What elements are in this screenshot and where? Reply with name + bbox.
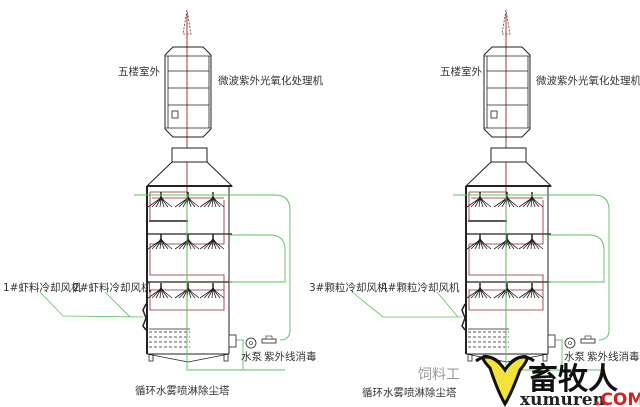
watermark-faint-text: 饲料工 [418, 367, 460, 383]
left-fan-leaders [39, 291, 144, 318]
left-pump-label: 水泵 [241, 351, 262, 363]
right-tower-system [453, 10, 609, 370]
watermark-brand: 畜牧人 [528, 362, 618, 397]
right-tower-label: 循环水雾喷淋除尘塔 [362, 386, 457, 399]
fan-1-label: 1#虾料冷却风机 [3, 281, 82, 294]
watermark: 畜牧人 xumuren .COM [475, 354, 640, 407]
left-tower-system [134, 10, 290, 370]
left-uv-disinfect-label: 紫外线消毒 [264, 350, 317, 363]
right-fan-leaders [351, 291, 462, 318]
left-outdoor-label: 五楼室外 [118, 65, 160, 78]
right-uv-unit-label: 微波紫外光氧化处理机 [536, 74, 640, 87]
fan-2-label: 2#虾料冷却风机 [73, 281, 152, 294]
right-outdoor-label: 五楼室外 [440, 65, 482, 78]
left-uv-unit-label: 微波紫外光氧化处理机 [218, 74, 323, 87]
right-pump-label: 水泵 [564, 351, 585, 363]
left-tower-label: 循环水雾喷淋除尘塔 [135, 384, 230, 397]
right-uv-disinfect-label: 紫外线消毒 [587, 350, 640, 363]
watermark-url: xumuren [520, 390, 605, 407]
fan-4-label: 4#颗粒冷却风机 [381, 281, 460, 294]
watermark-tld: .COM [594, 390, 640, 407]
fan-3-label: 3#颗粒冷却风机 [309, 281, 388, 294]
